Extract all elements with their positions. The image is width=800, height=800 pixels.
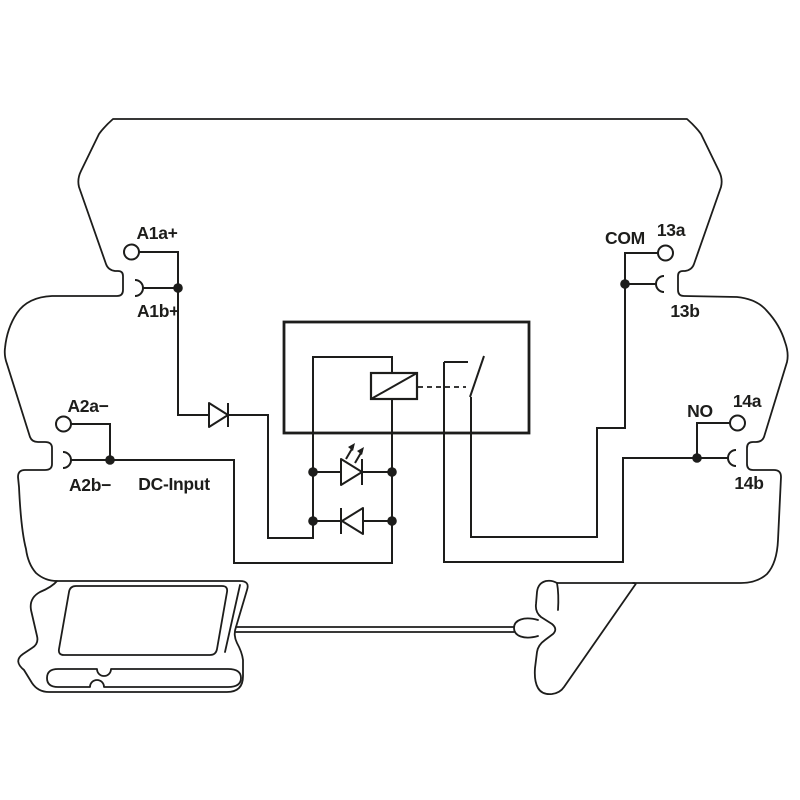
terminal-socket-a2b xyxy=(62,451,72,469)
label-14a: 14a xyxy=(733,391,762,411)
status-led-icon xyxy=(340,443,364,486)
input-diode-icon xyxy=(208,402,229,428)
wire-diode-to-coil-top xyxy=(229,356,393,539)
left-foot-panel xyxy=(57,585,229,656)
label-13a: 13a xyxy=(657,220,686,240)
terminal-socket-13b xyxy=(655,275,665,293)
label-14b: 14b xyxy=(734,473,763,493)
housing-body-path xyxy=(3,118,789,584)
terminal-screw-13a xyxy=(657,244,674,262)
input-diode-triangle xyxy=(208,402,229,428)
left-foot-outer xyxy=(17,580,249,693)
right-foot-inner-edge xyxy=(556,582,560,611)
reverse-diode-triangle xyxy=(341,507,364,535)
led-ray-2-head xyxy=(357,447,364,455)
junction-revdiode-left xyxy=(308,516,318,526)
wire-no-junction-to-14a xyxy=(696,422,730,458)
left-mounting-foot xyxy=(17,580,249,693)
terminal-screw-14a xyxy=(729,414,746,432)
junction-no xyxy=(692,453,702,463)
terminal-screw-a2a xyxy=(55,415,72,433)
circuit-wires xyxy=(71,251,730,564)
wire-a1-down-to-diode xyxy=(177,288,209,416)
relay-body xyxy=(282,320,531,435)
left-foot-slant-bar xyxy=(224,584,241,653)
terminal-points xyxy=(55,243,746,469)
label-a1a: A1a+ xyxy=(136,223,177,243)
wire-coil-bottom-to-dc-minus xyxy=(110,399,393,564)
label-com: COM xyxy=(605,228,645,248)
label-no: NO xyxy=(687,401,713,421)
led-triangle xyxy=(340,458,363,486)
label-a1b: A1b+ xyxy=(137,301,179,321)
right-foot-rail-hook xyxy=(513,617,539,639)
led-ray-1-head xyxy=(348,443,355,451)
wire-a1a-to-junction xyxy=(139,251,179,288)
right-foot-clamp xyxy=(533,579,637,696)
junction-a1 xyxy=(173,283,183,293)
junction-a2 xyxy=(105,455,115,465)
housing-outline xyxy=(3,118,789,584)
junction-led-right xyxy=(387,467,397,477)
terminal-socket-14b xyxy=(727,449,737,467)
wire-fixed-contact-to-no xyxy=(443,362,697,563)
contact-blade-icon xyxy=(469,355,485,398)
relay-coil-diagonal xyxy=(370,372,418,400)
terminal-labels: A1a+ A1b+ A2a− A2b− DC-Input COM 13a 13b… xyxy=(67,220,763,495)
label-13b: 13b xyxy=(670,301,699,321)
left-foot-slot xyxy=(46,668,242,688)
wire-a2a-to-junction xyxy=(71,423,111,460)
terminal-socket-a1b xyxy=(134,279,144,297)
relay-body-box xyxy=(282,320,531,435)
label-dc-input: DC-Input xyxy=(138,474,210,494)
junction-dots xyxy=(105,279,702,526)
reverse-protection-diode-icon xyxy=(340,507,364,535)
label-a2a: A2a− xyxy=(67,396,108,416)
right-mounting-foot xyxy=(513,579,637,696)
junction-led-left xyxy=(308,467,318,477)
junction-revdiode-right xyxy=(387,516,397,526)
din-rail xyxy=(235,626,515,633)
junction-com xyxy=(620,279,630,289)
wire-com-to-blade xyxy=(470,284,626,538)
wire-13a-to-junction xyxy=(624,252,658,284)
label-a2b: A2b− xyxy=(69,475,111,495)
terminal-screw-a1a xyxy=(123,243,140,261)
relay-coil-icon xyxy=(369,371,419,401)
